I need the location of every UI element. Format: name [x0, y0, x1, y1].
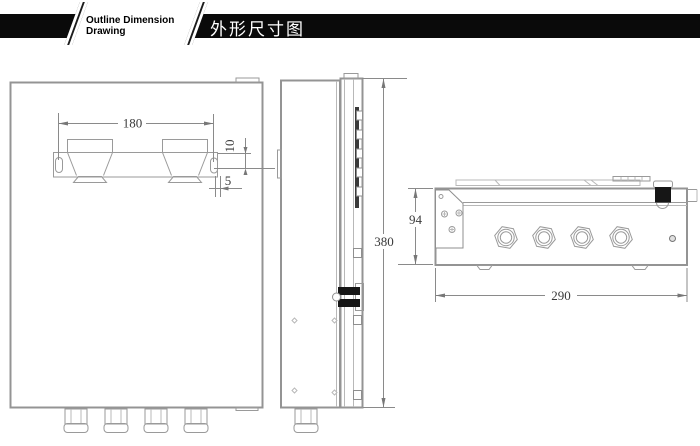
side-cable-gland: [293, 408, 319, 433]
door-rivets: [291, 317, 338, 396]
dim-290: 290: [435, 268, 688, 303]
front-top-tab: [235, 77, 260, 83]
latch: [332, 283, 364, 311]
bottom-enclosure-outline: [434, 187, 688, 266]
front-bottom-tab: [235, 407, 259, 411]
dim-180: 180: [58, 113, 214, 162]
dim-94: 94: [398, 188, 433, 265]
hinge-strip: [353, 107, 363, 400]
side-view: [277, 73, 364, 433]
bottom-view: [434, 176, 698, 270]
door-handle: [277, 149, 282, 179]
door-panel: [280, 79, 341, 409]
dim-380-label: 380: [374, 234, 394, 249]
dim-10-label: 10: [222, 140, 237, 153]
right-stub: [687, 189, 698, 202]
latch-block: [653, 180, 673, 209]
dim-290-label: 290: [551, 288, 571, 303]
bracket-hook: [67, 139, 113, 183]
bottom-cable-glands: [494, 226, 633, 249]
header-title-english-line2: Drawing: [86, 26, 126, 37]
dim-94-label: 94: [409, 212, 423, 227]
mounting-rail-edge: [455, 176, 651, 186]
header-title-english: Outline Dimension Drawing: [86, 15, 206, 37]
side-body: [339, 77, 364, 409]
dim-10: 10: [214, 138, 275, 175]
header-title-english-line1: Outline Dimension: [86, 15, 175, 26]
front-enclosure-outline: [9, 81, 264, 409]
side-top-tab: [343, 73, 359, 79]
bracket-hook: [162, 139, 208, 183]
small-screw: [669, 235, 676, 242]
foot-tab: [476, 265, 493, 270]
header-title-chinese: 外形尺寸图: [210, 20, 305, 39]
front-cable-glands: [63, 408, 209, 433]
front-view: [9, 77, 264, 433]
foot-tab: [631, 265, 649, 270]
dim-380: 380: [362, 78, 407, 408]
mounting-bracket: [53, 139, 218, 183]
dim-180-label: 180: [123, 116, 143, 131]
mounting-plate: [435, 189, 464, 249]
dim-5: 5: [209, 173, 242, 197]
dim-5-label: 5: [225, 173, 232, 188]
